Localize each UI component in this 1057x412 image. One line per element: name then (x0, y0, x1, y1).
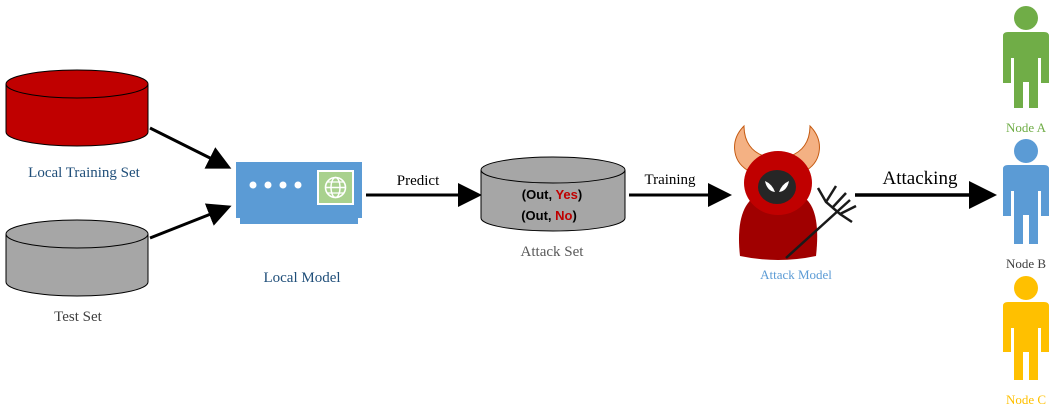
node-c-person-icon (1003, 276, 1049, 380)
server-globe-icon (236, 162, 362, 224)
test-to-model-arrow (149, 203, 232, 240)
test-set-label: Test Set (54, 309, 103, 325)
node-b-person-icon (1003, 139, 1049, 244)
training-label: Training (644, 172, 696, 188)
node-a-person-icon (1003, 6, 1049, 108)
predict-label: Predict (397, 173, 440, 189)
attack-model-label: Attack Model (760, 267, 832, 282)
test-database-icon (5, 219, 149, 297)
local-training-set-label: Local Training Set (28, 165, 140, 181)
attacking-label: Attacking (883, 168, 958, 189)
node-a-label: Node A (1006, 120, 1047, 135)
attack-database-icon (480, 156, 626, 232)
local-model-label: Local Model (263, 270, 340, 286)
attack-set-row-no: (Out, No) (521, 208, 577, 223)
node-b-label: Node B (1006, 256, 1046, 271)
devil-icon (734, 124, 857, 260)
attack-set-label: Attack Set (521, 244, 585, 260)
node-c-label: Node C (1006, 392, 1046, 407)
attack-set-row-yes: (Out, Yes) (522, 187, 582, 202)
training-database-icon (5, 69, 149, 147)
training-to-model-arrow (149, 126, 232, 169)
